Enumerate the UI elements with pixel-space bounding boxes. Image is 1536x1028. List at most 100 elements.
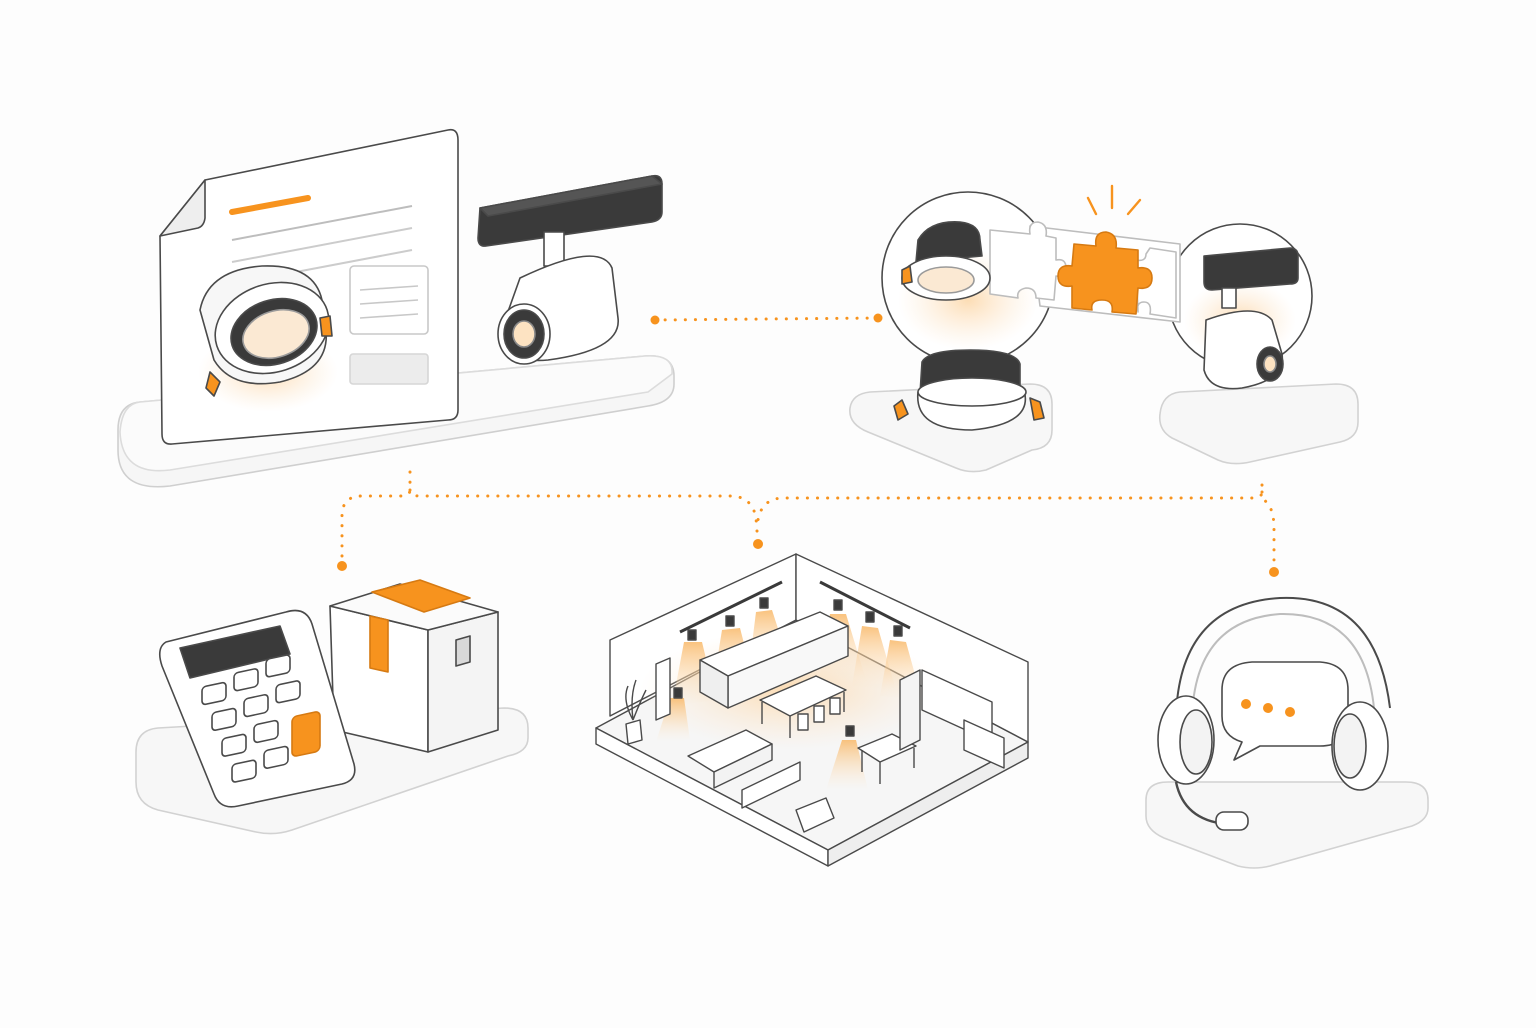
connector-compatibility-support xyxy=(1260,490,1276,574)
plant-leaves xyxy=(625,679,647,721)
puzzle-piece-right xyxy=(1135,247,1177,319)
floor-slab-edge-right xyxy=(827,741,1029,867)
support-platform xyxy=(1145,781,1429,869)
connector-dot xyxy=(337,561,347,571)
compat-spot-lens xyxy=(1263,355,1277,373)
document-spec-line xyxy=(359,299,419,305)
ear-cup-left-cushion xyxy=(1179,709,1213,775)
downlight-clip xyxy=(205,371,221,397)
connector-catalog-compatibility xyxy=(653,316,880,322)
door-frame xyxy=(655,657,671,721)
calculator-key xyxy=(265,654,291,678)
document-text-line xyxy=(295,249,413,273)
plant-pot xyxy=(625,719,643,745)
spark-line xyxy=(1086,196,1098,216)
downlight-lens xyxy=(242,308,310,360)
connectors xyxy=(340,316,1276,574)
product-catalog-icon xyxy=(117,128,675,488)
chat-dot xyxy=(1263,703,1273,713)
connector-dot xyxy=(1269,567,1279,577)
floor-plan-icon xyxy=(595,553,1029,867)
calculator-key xyxy=(233,668,259,692)
side-room-wall xyxy=(899,669,921,751)
floor-track-rail xyxy=(679,580,783,634)
box-tape-front xyxy=(369,615,389,673)
calculator-key xyxy=(275,680,301,704)
calculator-key xyxy=(221,733,247,757)
document-text-line xyxy=(231,205,413,241)
headset-band-inner xyxy=(1191,612,1375,717)
compat-downlight-lens xyxy=(917,266,975,294)
dining-table xyxy=(759,675,847,717)
compat-downlight-clip xyxy=(901,265,913,285)
chair xyxy=(829,697,841,715)
calculator-key xyxy=(253,719,279,744)
track-rail-top xyxy=(479,175,663,217)
dining-chairs xyxy=(797,697,841,731)
compat-downlight-collar xyxy=(915,221,983,263)
ear-cup-right-cushion xyxy=(1333,713,1367,779)
floor-spotlight xyxy=(893,625,903,637)
light-beam xyxy=(826,740,868,790)
floor-spotlight xyxy=(865,611,875,623)
document-spec-line xyxy=(359,285,419,291)
document-spec-line xyxy=(359,313,419,319)
puzzle-piece-orange xyxy=(1057,231,1153,315)
floor-spotlights xyxy=(673,597,903,737)
connector-dot xyxy=(650,315,660,325)
side-room-wall xyxy=(963,719,1005,769)
floor-spotlight xyxy=(845,725,855,737)
floor-spotlight xyxy=(725,615,735,627)
calculator-key xyxy=(243,693,269,718)
connector-compatibility-layout xyxy=(756,483,1264,522)
compat-downlight-base-rim xyxy=(917,377,1027,407)
spark-line xyxy=(1126,198,1142,216)
calculator-key xyxy=(231,759,257,783)
box-side xyxy=(427,611,499,753)
document-text-line xyxy=(231,227,413,263)
floor-spotlight xyxy=(687,629,697,641)
floor-spotlight xyxy=(833,599,843,611)
floor-spotlight xyxy=(673,687,683,699)
calculator-box-icon xyxy=(135,579,529,835)
connector-endpoints xyxy=(337,313,1279,577)
calculator-key-equals xyxy=(291,711,321,757)
calculator-key xyxy=(263,745,289,769)
spotlight-lens xyxy=(512,320,536,348)
calculator-screen xyxy=(179,625,291,679)
compat-downlight-base-clip xyxy=(1029,397,1045,421)
calculator-keys xyxy=(201,654,321,783)
compat-track-adapter xyxy=(1221,287,1237,309)
document-title-bar xyxy=(229,195,311,215)
connector-catalog-layout xyxy=(408,488,760,546)
headset-band-outer xyxy=(1175,596,1391,717)
armchair xyxy=(795,797,835,833)
chair xyxy=(797,713,809,731)
box-label xyxy=(455,635,471,667)
kitchen-counter-side xyxy=(699,659,729,709)
calculator-key xyxy=(201,681,227,706)
connector-dot xyxy=(873,313,883,323)
chat-dot xyxy=(1241,699,1251,709)
puzzle-compatibility-icon xyxy=(849,184,1359,473)
light-beam xyxy=(656,698,690,742)
downlight-clip xyxy=(319,315,333,337)
sofa-front xyxy=(713,743,773,789)
floor-track-rail xyxy=(819,580,911,630)
compat-track-rail xyxy=(1203,247,1299,291)
chat-bubble xyxy=(1221,661,1349,761)
headset-support-icon xyxy=(1145,596,1429,869)
document-button-placeholder xyxy=(349,353,429,385)
connector-dot xyxy=(753,539,763,549)
connector-catalog-quote xyxy=(340,470,412,567)
compat-platform-right xyxy=(1158,383,1359,465)
box-tape-top xyxy=(371,579,471,613)
track-rail xyxy=(477,174,663,247)
document-fold xyxy=(159,179,206,237)
floor-spotlight xyxy=(759,597,769,609)
chair xyxy=(813,705,825,723)
compat-downlight-base-clip xyxy=(893,399,909,421)
partition-wall xyxy=(741,761,801,809)
